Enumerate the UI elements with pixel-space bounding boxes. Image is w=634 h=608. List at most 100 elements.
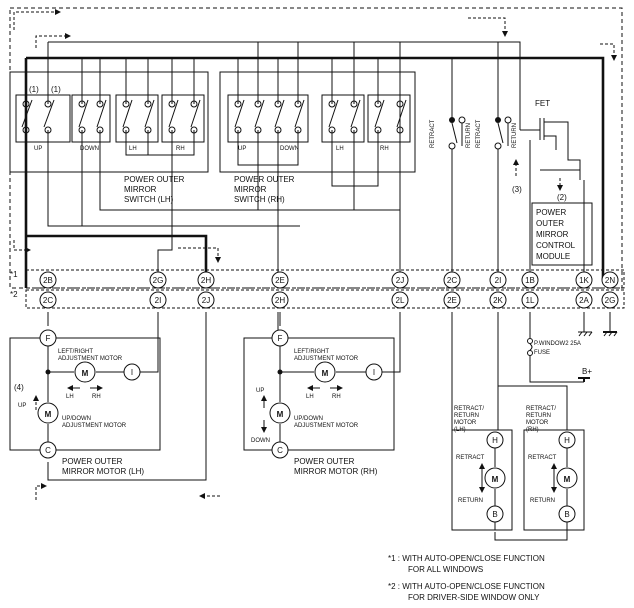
relay-contacts: RETRACT RETURN RETRACT RETURN — [430, 116, 518, 150]
connector-block: *1 *2 — [10, 269, 625, 309]
connector-row2-label: 2L — [396, 296, 405, 305]
switch-rh-title-line1: POWER OUTER — [234, 175, 295, 184]
retract-rh-retract: RETRACT — [528, 455, 557, 461]
note-1-line1: *1 : WITH AUTO-OPEN/CLOSE FUNCTION — [388, 554, 545, 563]
fuse: P.WINDOW2 25A FUSE B+ — [527, 338, 592, 382]
connector-row2-label: 1L — [526, 296, 535, 305]
connector-row2-circle — [149, 291, 167, 309]
mirror-lh-title-2: MIRROR MOTOR (LH) — [62, 467, 144, 476]
retract-lh-title-1: RETRACT/ — [454, 406, 484, 412]
retract-rh-motor-symbol: M — [564, 475, 571, 484]
bplus-label: B+ — [582, 367, 592, 376]
retract-lh-pin-h: H — [492, 436, 498, 445]
connector-row1-label: 1B — [525, 276, 535, 285]
retract-lh-title-4: (LH) — [454, 427, 466, 433]
connector-row2-label: 2I — [155, 296, 162, 305]
connector-row1-label: 2C — [447, 276, 457, 285]
mark-2: (2) — [557, 193, 567, 202]
lh-lr-motor-symbol: M — [82, 369, 89, 378]
switch-cell-up: UP — [15, 94, 71, 152]
lh-lr-label-1: LEFT/RIGHT — [58, 349, 93, 355]
connector-row2-label: 2H — [275, 296, 285, 305]
rh-dir-up: UP — [256, 388, 264, 394]
relay-label-return-2: RETURN — [512, 123, 518, 148]
mirror-rh-title-2: MIRROR MOTOR (RH) — [294, 467, 378, 476]
mirror-lh-title-1: POWER OUTER — [62, 457, 123, 466]
connector-row2-circle — [39, 291, 57, 309]
connector-row1-label: 1K — [579, 276, 589, 285]
switch-rh-label-lh: LH — [336, 146, 344, 152]
connector-row1-circle — [521, 271, 539, 289]
retract-rh-title-4: (RH) — [526, 427, 539, 433]
switch-cell-lh-rh: LH — [321, 94, 365, 152]
rh-dir-rh: RH — [332, 394, 341, 400]
retract-motor-lh: RETRACT/ RETURN MOTOR (LH) H B M RETRACT… — [451, 406, 513, 531]
rh-pin-i: I — [373, 368, 375, 377]
retract-lh-title-3: MOTOR — [454, 420, 477, 426]
switch-cell-rh-rh: RH — [367, 94, 411, 152]
rh-lr-label-2: ADJUSTMENT MOTOR — [294, 356, 359, 362]
note-1-line2: FOR ALL WINDOWS — [408, 565, 483, 574]
switch-cell-up-rh: UP DOWN — [227, 94, 309, 152]
rh-dir-down: DOWN — [251, 438, 270, 444]
retract-lh-motor-symbol: M — [492, 475, 499, 484]
retract-rh-title-2: RETURN — [526, 413, 551, 419]
connector-row1-label: 2N — [605, 276, 615, 285]
switch-cell-rh: RH — [161, 94, 205, 152]
retract-rh-return: RETURN — [530, 498, 555, 504]
connector-row1-circle — [149, 271, 167, 289]
connector-row1-circle — [575, 271, 593, 289]
rh-dir-lh: LH — [306, 394, 314, 400]
lh-lr-label-2: ADJUSTMENT MOTOR — [58, 356, 123, 362]
flow-arrows — [13, 9, 617, 500]
lh-ud-label-1: UP/DOWN — [62, 416, 91, 422]
connector-row1-label: 2H — [201, 276, 211, 285]
rh-pin-c: C — [277, 446, 283, 455]
connector-row1-circle — [443, 271, 461, 289]
module-title-5: MODULE — [536, 252, 570, 261]
lh-dir-rh: RH — [92, 394, 101, 400]
rh-ud-label-2: ADJUSTMENT MOTOR — [294, 423, 359, 429]
relay-label-retract-1: RETRACT — [430, 119, 436, 148]
note-2-line2: FOR DRIVER-SIDE WINDOW ONLY — [408, 593, 540, 602]
unit-boundary — [9, 7, 623, 289]
lh-ud-label-2: ADJUSTMENT MOTOR — [62, 423, 127, 429]
module-title-3: MIRROR — [536, 230, 569, 239]
retract-lh-pin-b: B — [492, 510, 497, 519]
connector-row1-label: 2J — [396, 276, 404, 285]
module-title-2: OUTER — [536, 219, 564, 228]
switch-rh-label-down: DOWN — [280, 146, 299, 152]
rh-ud-motor-symbol: M — [277, 410, 284, 419]
connector-row1-label: 2G — [153, 276, 164, 285]
control-module: FET (3) (2) POWER OUTER MIRROR CONTROL M… — [512, 99, 576, 261]
switch-lh-title-line2: MIRROR — [124, 185, 157, 194]
mirror-switch-rh: UP DOWN LH RH POWER OUTER MIRROR SWITCH … — [219, 71, 416, 204]
connector-row2-circle — [271, 291, 289, 309]
connector-row2-label: 2A — [579, 296, 589, 305]
rh-ud-label-1: UP/DOWN — [294, 416, 323, 422]
lh-ud-motor-symbol: M — [45, 410, 52, 419]
switch-cell-down: DOWN — [71, 94, 111, 152]
connector-row2-circle — [601, 291, 619, 309]
lh-pin-f: F — [46, 334, 51, 343]
retract-lh-title-2: RETURN — [454, 413, 479, 419]
connector-row1-circle — [197, 271, 215, 289]
switch-rh-label-up: UP — [238, 146, 246, 152]
connector-row1-circle — [39, 271, 57, 289]
footnotes: *1 : WITH AUTO-OPEN/CLOSE FUNCTION FOR A… — [388, 554, 545, 602]
retract-rh-title-3: MOTOR — [526, 420, 549, 426]
note-2-line1: *2 : WITH AUTO-OPEN/CLOSE FUNCTION — [388, 582, 545, 591]
connector-row2-label: 2J — [202, 296, 210, 305]
fuse-label-2: FUSE — [534, 350, 550, 356]
mirror-switch-lh: UP DOWN LH RH (1) (1) POWER OU — [9, 71, 209, 204]
switch-lh-title-line3: SWITCH (LH) — [124, 195, 174, 204]
relay-label-return-1: RETURN — [466, 123, 472, 148]
retract-lh-return: RETURN — [458, 498, 483, 504]
fuse-label-1: P.WINDOW2 25A — [534, 341, 581, 347]
connector-row2-label: 2K — [493, 296, 503, 305]
retract-rh-title-1: RETRACT/ — [526, 406, 556, 412]
connector-row2-circle — [391, 291, 409, 309]
switch-label-down: DOWN — [80, 146, 99, 152]
lh-dir-up: UP — [18, 403, 26, 409]
